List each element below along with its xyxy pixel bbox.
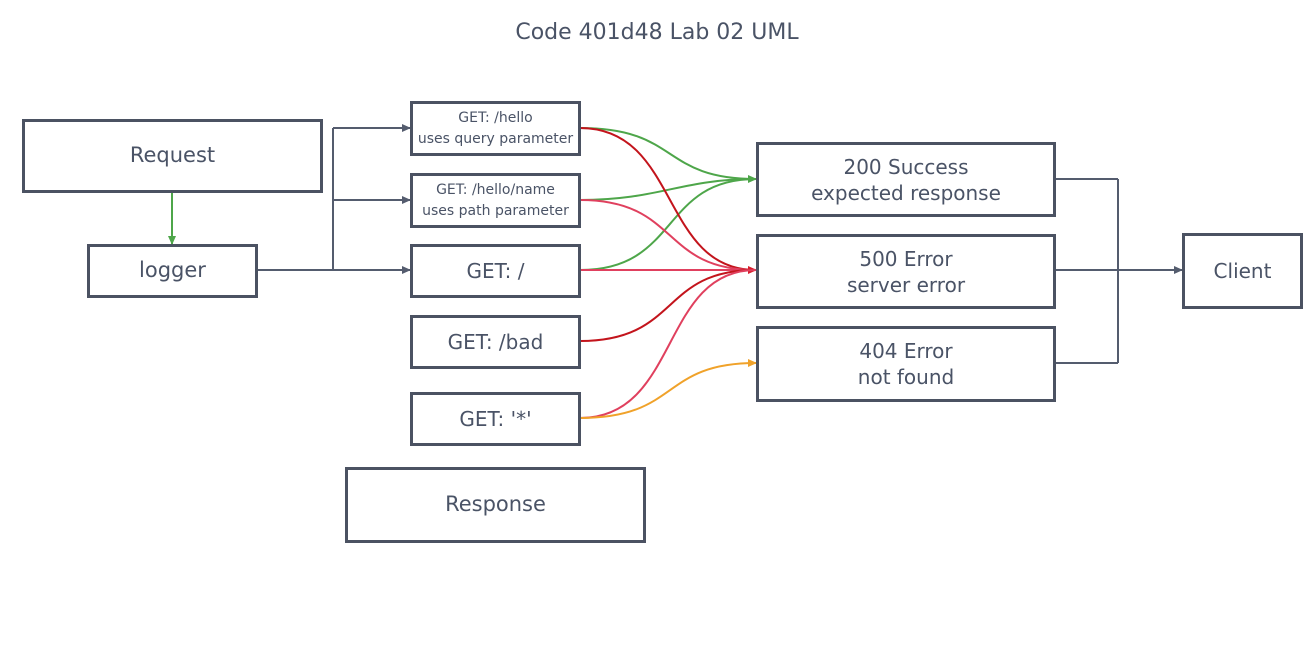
edges-to-success [579,127,757,271]
client-node: Client [1182,233,1303,309]
client-label: Client [1213,259,1272,283]
route-hello-name-line2: uses path parameter [422,202,569,219]
edge-star-notfound [579,359,757,419]
logger-node: logger [87,244,258,298]
edges-to-server-error [579,127,757,419]
route-hello-name-node: GET: /hello/name uses path parameter [410,173,581,228]
diagram-title: Code 401d48 Lab 02 UML [515,20,799,45]
route-root-node: GET: / [410,244,581,298]
route-bad-node: GET: /bad [410,315,581,369]
response-node: Response [345,467,646,543]
not-found-node: 404 Error not found [756,326,1056,402]
edge-logger-routes [257,124,411,274]
edge-responses-client [1055,178,1183,364]
success-line2: expected response [811,180,1001,205]
request-node: Request [22,119,323,193]
server-error-line2: server error [846,272,966,297]
response-label: Response [445,492,546,517]
request-label: Request [129,143,216,168]
route-bad-label: GET: /bad [447,330,544,354]
route-star-label: GET: '*' [459,407,532,431]
route-hello-line1: GET: /hello [458,110,533,127]
route-star-node: GET: '*' [410,392,581,446]
server-error-line1: 500 Error [859,246,953,271]
route-hello-name-line1: GET: /hello/name [436,182,555,199]
server-error-node: 500 Error server error [756,234,1056,309]
success-node: 200 Success expected response [756,142,1056,217]
not-found-line2: not found [857,365,955,389]
route-hello-line2: uses query parameter [417,130,574,147]
route-hello-node: GET: /hello uses query parameter [410,101,581,156]
logger-label: logger [139,258,206,283]
not-found-line1: 404 Error [859,339,953,363]
route-root-label: GET: / [466,259,525,283]
success-line1: 200 Success [843,154,969,179]
